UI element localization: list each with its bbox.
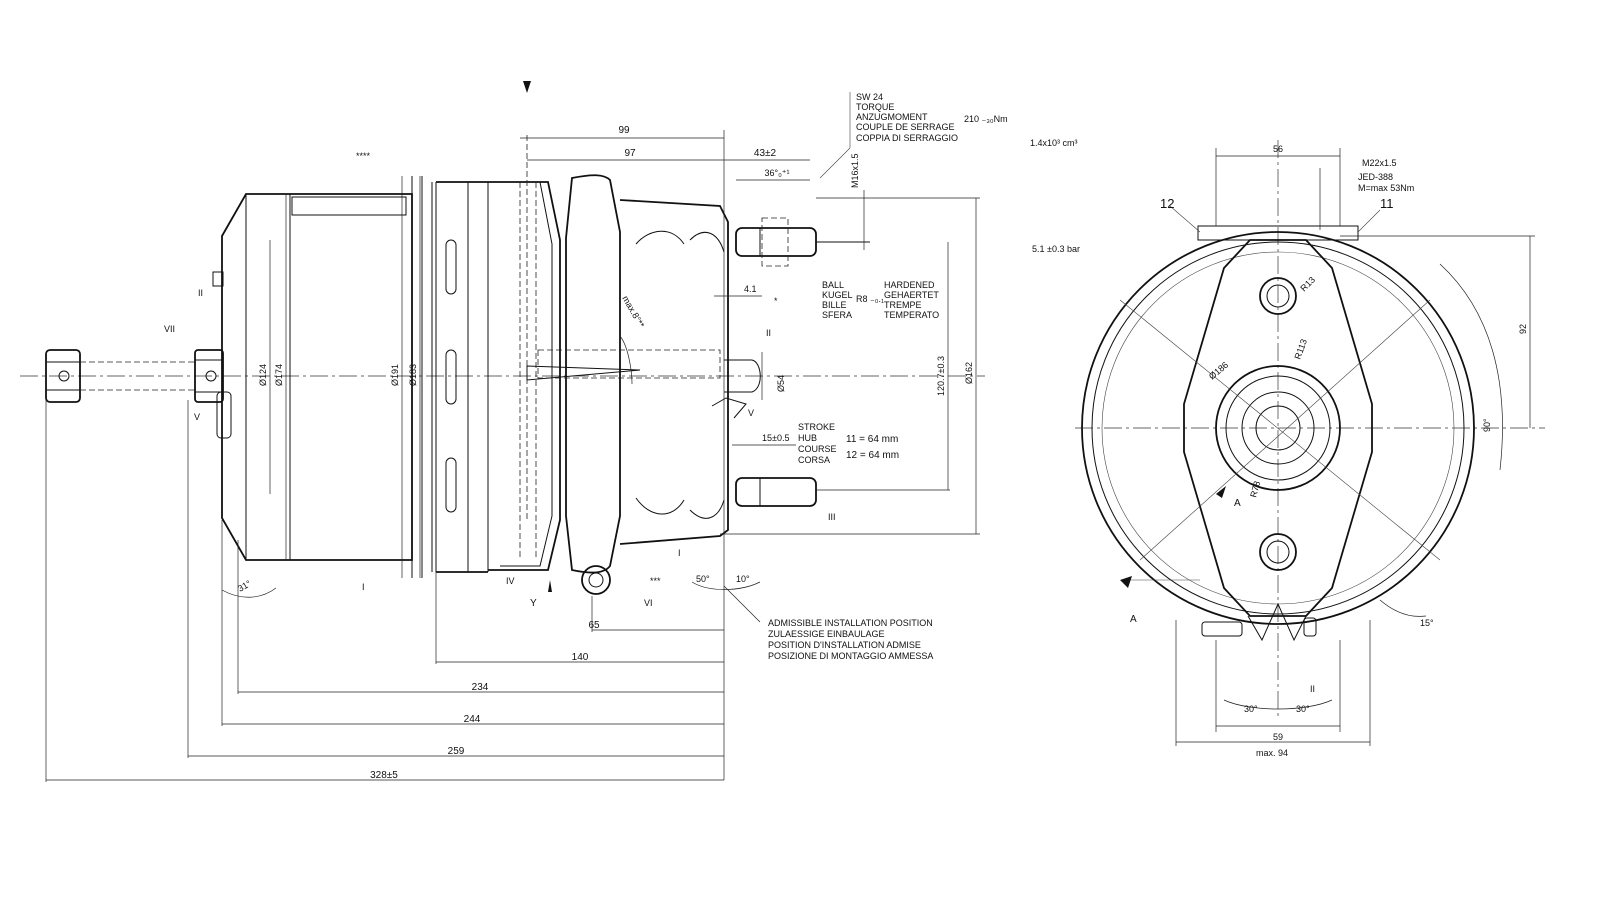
thread-m22: M22x1.5 [1362,158,1397,168]
svg-text:CORSA: CORSA [798,455,830,465]
dim-43: 43±2 [754,148,777,159]
dim-234: 234 [472,682,489,693]
label-II-front: II [1310,684,1315,694]
dim-59: 59 [1273,732,1283,742]
thread-m16: M16x1.5 [850,153,860,188]
service-chamber [488,135,761,595]
svg-text:STROKE: STROKE [798,422,835,432]
svg-text:HARDENED: HARDENED [884,280,935,290]
svg-text:HUB: HUB [798,433,817,443]
max-8-deg: max.8°** [620,294,646,330]
angle-31: 31° [236,578,253,594]
label-II-right: II [766,328,771,338]
dim-244: 244 [464,714,481,725]
stroke-block: STROKE HUB COURSE CORSA 11 = 64 mm 12 = … [798,422,899,465]
dim-92: 92 [1518,324,1528,334]
arrow-y-icon [548,580,552,592]
note-four-stars: **** [356,151,371,161]
dim-191: Ø191 [390,364,400,386]
svg-text:SW 24: SW 24 [856,92,883,102]
svg-text:12 = 64 mm: 12 = 64 mm [846,450,899,461]
section-A-lower: A [1130,614,1137,625]
svg-text:11 = 64 mm: 11 = 64 mm [846,434,898,445]
volume-label: 1.4x10³ cm³ [1030,138,1078,148]
radius-78: R78 [1248,480,1262,499]
svg-text:TORQUE: TORQUE [856,102,894,112]
svg-text:GEHAERTET: GEHAERTET [884,290,939,300]
dim-36-deg: 36°₀⁺¹ [764,168,789,178]
dim-174: Ø174 [274,364,284,386]
dim-97: 97 [624,148,636,159]
dim-328: 328±5 [370,770,398,781]
installation-block: ADMISSIBLE INSTALLATION POSITION ZULAESS… [768,618,933,661]
angle-30-right: 30° [1296,704,1310,714]
pressure-label: 5.1 ±0.3 bar [1032,244,1080,254]
svg-text:SFERA: SFERA [822,310,852,320]
dim-65: 65 [588,620,600,631]
label-I-service: I [678,548,681,558]
torque-block: SW 24 TORQUE ANZUGMOMENT COUPLE DE SERRA… [856,92,1008,143]
dim-56: 56 [1273,144,1283,154]
label-V-right: V [748,408,754,418]
angle-10: 10° [736,574,750,584]
svg-text:210 ₋₃₀Nm: 210 ₋₃₀Nm [964,114,1008,124]
svg-text:ZULAESSIGE EINBAULAGE: ZULAESSIGE EINBAULAGE [768,629,885,639]
svg-text:COPPIA DI SERRAGGIO: COPPIA DI SERRAGGIO [856,133,958,143]
label-VI: VI [644,598,653,608]
radius-13: R13 [1298,275,1317,294]
angle-30-left: 30° [1244,704,1258,714]
svg-text:POSITION D'INSTALLATION ADMISE: POSITION D'INSTALLATION ADMISE [768,640,921,650]
section-A-upper: A [1234,498,1241,509]
dim-120-7: 120.7±0.3 [936,356,946,396]
dim-140: 140 [572,652,589,663]
label-V-left: V [194,412,200,422]
dim-162: Ø162 [964,362,974,384]
svg-text:ANZUGMOMENT: ANZUGMOMENT [856,112,928,122]
dim-124: Ø124 [258,364,268,386]
angle-50: 50° [696,574,710,584]
dim-max-94: max. 94 [1256,748,1288,758]
label-IV: IV [506,576,515,586]
label-VII: VII [164,324,175,334]
push-rod [45,271,232,439]
radius-113: R113 [1292,338,1309,361]
port-12-label: 12 [1160,196,1174,211]
angle-90: 90° [1482,418,1492,432]
dim-54: Ø54 [776,375,786,392]
label-Y: Y [530,598,537,609]
svg-text:ADMISSIBLE INSTALLATION POSITI: ADMISSIBLE INSTALLATION POSITION [768,618,933,628]
svg-text:BILLE: BILLE [822,300,847,310]
angle-15: 15° [1420,618,1434,628]
label-II-left: II [198,288,203,298]
svg-text:TREMPE: TREMPE [884,300,922,310]
svg-text:COUPLE DE SERRAGE: COUPLE DE SERRAGE [856,122,955,132]
svg-text:POSIZIONE DI MONTAGGIO AMMESSA: POSIZIONE DI MONTAGGIO AMMESSA [768,651,933,661]
dim-259: 259 [448,746,465,757]
svg-text:COURSE: COURSE [798,444,837,454]
label-I-spring: I [362,582,365,592]
svg-text:R8 ₋₀.₁: R8 ₋₀.₁ [856,294,884,304]
note-three-stars: *** [650,576,661,586]
side-dimension-lines [45,92,980,782]
view-marker-icon [523,81,531,93]
note-one-star: * [774,296,778,306]
port-11-label: 11 [1380,196,1394,211]
mounting-studs [735,217,870,507]
torque-max-53: M=max 53Nm [1358,183,1414,193]
dim-99: 99 [618,125,630,136]
svg-text:KUGEL: KUGEL [822,290,853,300]
dia-186: Ø186 [1207,360,1230,382]
dim-4-1: 4.1 [744,284,757,294]
spring-chamber [221,176,489,578]
dim-183: Ø183 [408,364,418,386]
label-III: III [828,512,836,522]
front-view [1075,140,1545,746]
svg-text:BALL: BALL [822,280,844,290]
svg-text:TEMPERATO: TEMPERATO [884,310,939,320]
dim-15: 15±0.5 [762,433,789,443]
jed-388: JED-388 [1358,172,1393,182]
ball-block: BALL KUGEL BILLE SFERA R8 ₋₀.₁ HARDENED … [822,280,939,320]
